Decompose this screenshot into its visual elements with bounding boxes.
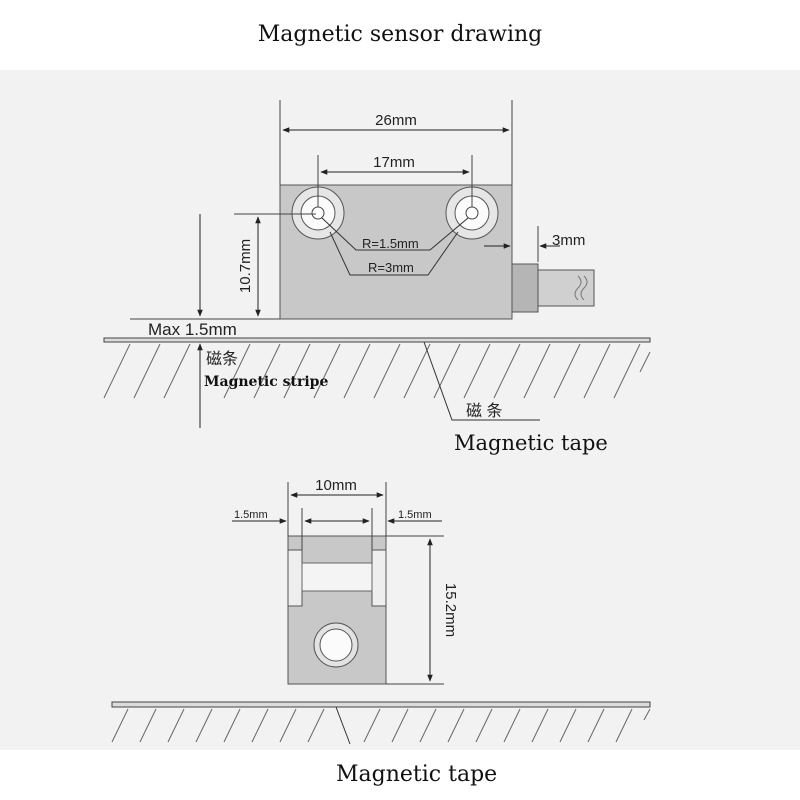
label-1-5mm-right: 1.5mm — [398, 509, 432, 521]
side-channel-left — [287, 549, 303, 607]
label-10-7mm: 10.7mm — [237, 239, 254, 293]
drawing-area — [0, 70, 800, 750]
label-17mm: 17mm — [373, 154, 415, 171]
label-1-5mm-left: 1.5mm — [234, 509, 268, 521]
front-view: 10mm 1.5mm 1.5mm 15.2mm — [111, 477, 651, 745]
leader-r3 — [329, 231, 459, 276]
label-tape-en-side: Magnetic tape — [454, 431, 608, 455]
leader-tape-front — [335, 706, 351, 745]
ground-hatch-front — [111, 708, 651, 743]
label-3mm: 3mm — [552, 232, 585, 249]
label-stripe-cn: 磁条 — [206, 350, 238, 368]
label-10mm: 10mm — [315, 477, 357, 494]
footer-caption: Magnetic tape — [336, 762, 498, 787]
label-r1-5mm: R=1.5mm — [362, 236, 419, 251]
side-view: 26mm 17mm R=1.5mm R=3mm 3mm 10.7mm Max 1… — [103, 100, 651, 455]
center-slot — [301, 562, 373, 592]
mounting-hole-front — [313, 622, 359, 668]
leader-r1-5 — [321, 217, 469, 251]
magnetic-tape-side — [103, 337, 651, 343]
label-26mm: 26mm — [375, 112, 417, 129]
diagram-title: Magnetic sensor drawing — [257, 22, 543, 47]
label-stripe-en: Magnetic stripe — [204, 374, 328, 390]
leader-tape — [423, 341, 540, 421]
label-tape-cn: 磁 条 — [466, 402, 502, 420]
ground-hatch-side — [103, 343, 651, 399]
side-channel-right — [371, 549, 387, 607]
magnetic-tape-front — [111, 701, 651, 708]
label-15-2mm: 15.2mm — [442, 583, 459, 637]
label-max-gap: Max 1.5mm — [148, 320, 237, 339]
cable — [511, 263, 595, 313]
label-r3mm: R=3mm — [368, 260, 414, 275]
